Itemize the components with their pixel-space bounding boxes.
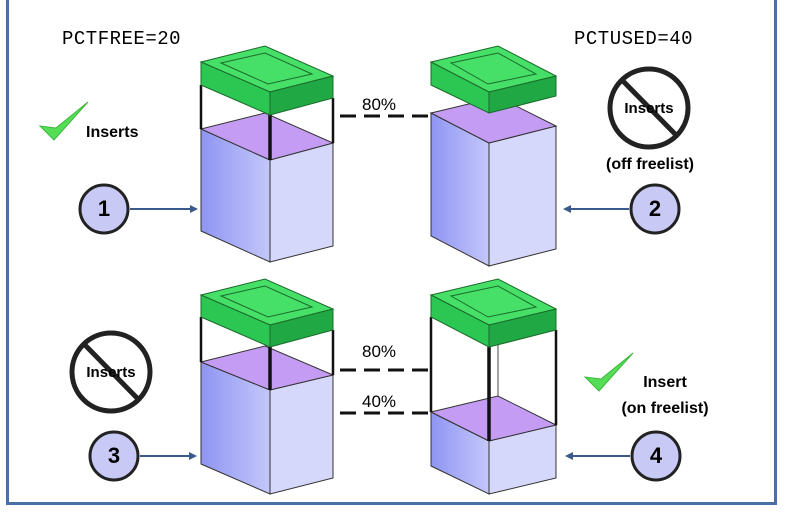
badge-2-number: 2: [648, 196, 662, 221]
check-icon: [38, 101, 89, 141]
block-1: [199, 45, 335, 263]
diagram-frame: [6, 0, 777, 505]
panel-2-sign-text: Inserts: [624, 100, 674, 117]
threshold-80-top: 80%: [362, 95, 397, 114]
block-2: [429, 45, 558, 267]
threshold-80-bottom: 80%: [362, 342, 397, 361]
panel-4-caption: Insert: [643, 374, 687, 391]
badge-4-number: 4: [649, 443, 663, 468]
pctfree-label: PCTFREE=20: [62, 28, 182, 50]
panel-1-caption: Inserts: [86, 124, 139, 141]
prohibited-icon: [607, 66, 691, 150]
badge-1: [78, 183, 198, 235]
panel-4-subcaption: (on freelist): [621, 400, 709, 417]
check-icon: [583, 352, 634, 392]
block-3: [199, 278, 335, 495]
block-4: [429, 278, 558, 495]
pctused-label: PCTUSED=40: [574, 28, 694, 50]
prohibited-icon: [69, 330, 153, 414]
panel-3-sign-text: Inserts: [86, 364, 136, 381]
threshold-40: 40%: [362, 392, 397, 411]
badge-1-number: 1: [97, 196, 111, 221]
panel-2-caption: (off freelist): [606, 156, 694, 173]
badge-3-number: 3: [107, 443, 121, 468]
badge-4: [565, 430, 682, 482]
threshold-lines: [340, 114, 428, 415]
badge-2: [563, 183, 681, 235]
badge-3: [88, 430, 197, 482]
